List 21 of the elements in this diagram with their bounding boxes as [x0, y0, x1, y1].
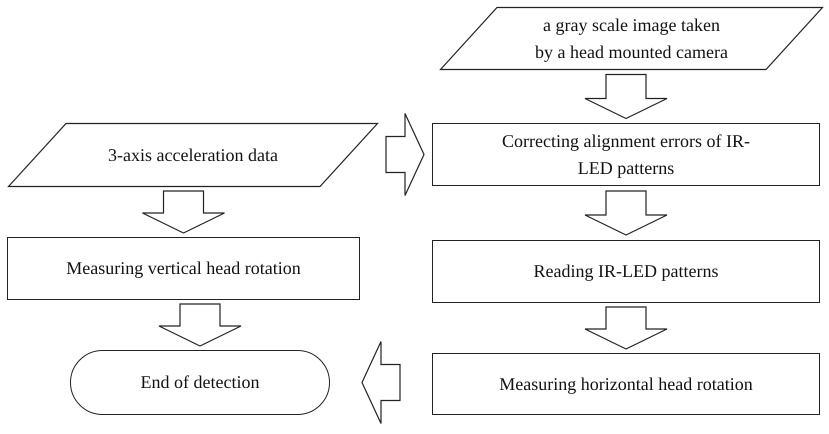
block-arrow — [385, 112, 425, 196]
process-box — [432, 353, 820, 415]
input-parallelogram — [440, 7, 823, 70]
node-label: Correcting alignment errors of IR-LED patterns — [501, 130, 751, 180]
process-box — [432, 123, 820, 186]
node-label: Reading IR-LED patterns — [534, 260, 718, 284]
terminal-shape — [70, 350, 330, 415]
node-label: Measuring vertical head rotation — [66, 257, 301, 280]
block-arrow — [584, 74, 668, 120]
process-box — [432, 240, 820, 303]
process-box — [7, 237, 360, 300]
block-arrow — [142, 190, 226, 234]
node-label: End of detection — [140, 371, 260, 394]
node-label: a gray scale image taken by a head mounted camera — [535, 14, 728, 64]
input-parallelogram — [8, 123, 378, 187]
node-label: Measuring horizontal head rotation — [499, 372, 753, 396]
block-arrow — [158, 303, 242, 347]
node-label: 3-axis acceleration data — [108, 144, 278, 167]
block-arrow — [361, 340, 401, 424]
block-arrow — [584, 190, 668, 236]
block-arrow — [584, 306, 668, 350]
